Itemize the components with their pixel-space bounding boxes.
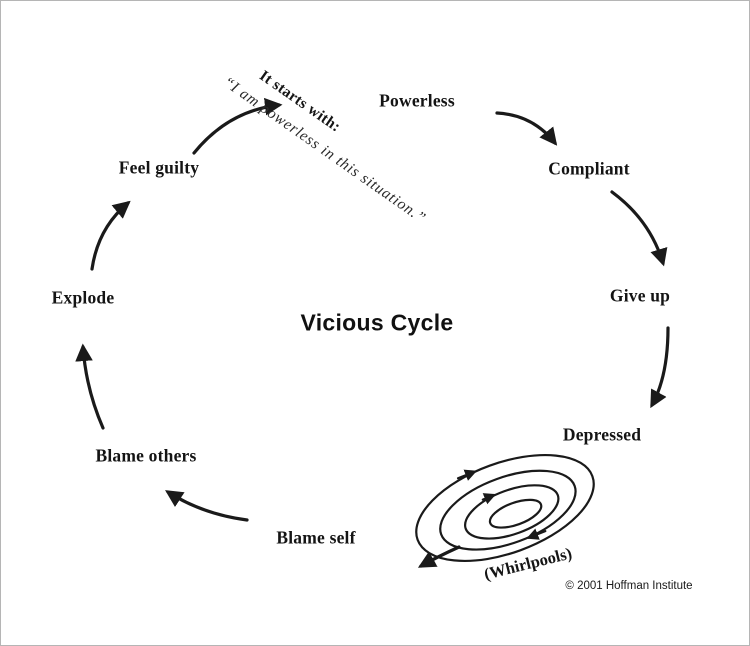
whirlpool-arrow-inner — [481, 493, 497, 505]
stage-blame-self: Blame self — [276, 527, 356, 548]
whirlpool-loop-mid — [439, 469, 577, 551]
arrow-explode-to-feelguilty — [90, 200, 131, 271]
arrow-whirlpool-to-blameself — [417, 545, 461, 568]
arrow-blameself-to-blameothers — [165, 490, 249, 522]
whirlpool-arrow-outer — [456, 469, 477, 481]
stage-blame-others: Blame others — [95, 445, 197, 466]
stage-powerless: Powerless — [379, 90, 455, 111]
stage-feel-guilty: Feel guilty — [118, 157, 200, 178]
stage-give-up: Give up — [609, 285, 671, 306]
whirlpool-spiral — [415, 453, 595, 563]
arrow-compliant-to-giveup — [610, 190, 668, 267]
whirlpool-loop-outer — [415, 453, 595, 563]
arrow-feelguilty-to-start — [192, 97, 283, 155]
arrow-giveup-to-depressed — [650, 326, 670, 409]
stage-explode: Explode — [51, 287, 115, 308]
whirlpool-loop-inner — [463, 484, 560, 540]
copyright-notice: © 2001 Hoffman Institute — [565, 580, 693, 592]
diagram-title: Vicious Cycle — [300, 309, 454, 336]
stage-compliant: Compliant — [548, 158, 630, 179]
whirlpool-arrow-mid — [526, 528, 547, 540]
arrow-powerless-to-compliant — [495, 111, 558, 146]
arrow-blameothers-to-explode — [75, 343, 105, 430]
whirlpool-loop-core — [488, 498, 543, 529]
stage-depressed: Depressed — [562, 424, 642, 445]
